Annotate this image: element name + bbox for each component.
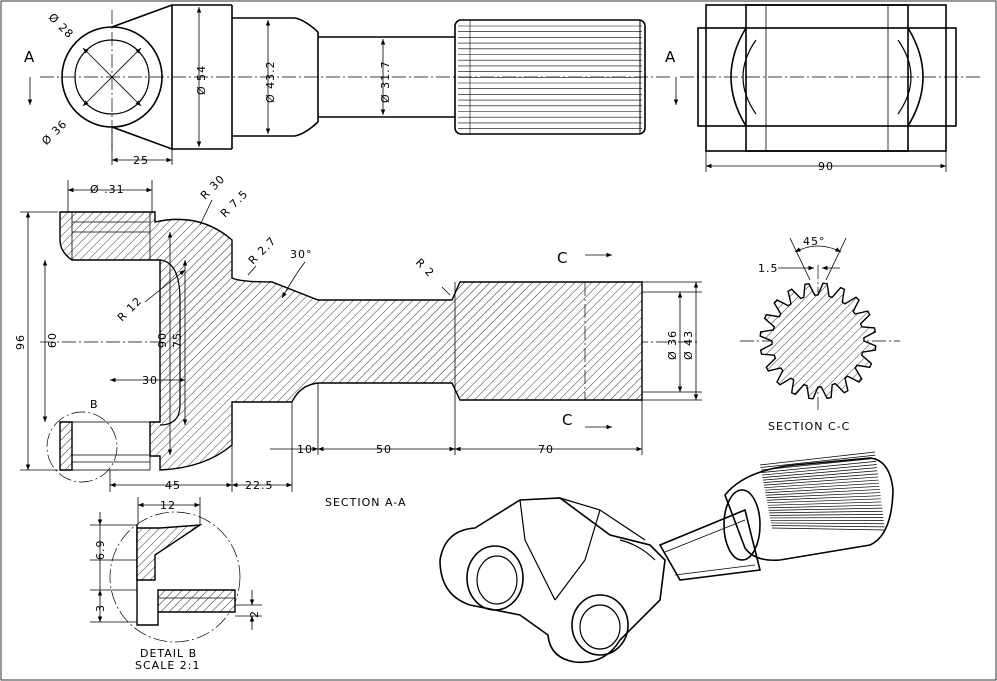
dim-a30: 30° — [290, 248, 313, 261]
dim-w90: 90 — [818, 160, 834, 173]
dim-r7-5: R 7.5 — [218, 187, 251, 220]
dim-l10: 10 — [297, 443, 313, 456]
dim-d31: Ø .31 — [90, 183, 125, 196]
spline-shaft-outline — [454, 19, 646, 135]
dim-h90: 90 — [156, 332, 169, 348]
dim-h6-9: 6.9 — [94, 540, 107, 561]
dim-l12: 12 — [160, 499, 176, 512]
dim-r2-7: R 2.7 — [246, 234, 279, 267]
section-cc: 45° 1.5 SECTION C-C — [740, 235, 900, 433]
dim-l30: 30 — [142, 374, 158, 387]
top-view: A A Ø 28 Ø 36 Ø 54 Ø 43.2 Ø 31.7 25 — [24, 3, 679, 167]
dim-l25: 25 — [133, 154, 149, 167]
dim-l22-5: 22.5 — [245, 479, 274, 492]
detail-b-enlarged-circle — [109, 511, 241, 643]
dim-h3: 3 — [94, 604, 107, 612]
caption-section-aa: SECTION A-A — [325, 496, 407, 509]
dim-h75: 75 — [171, 332, 184, 348]
end-view: 90 — [680, 4, 980, 173]
dim-d43-2: Ø 43.2 — [264, 60, 277, 103]
spline-gear-section — [759, 282, 877, 400]
dim-r12: R 12 — [115, 294, 145, 324]
section-aa-body — [59, 211, 643, 471]
dim-l45: 45 — [165, 479, 181, 492]
dim-l70: 70 — [538, 443, 554, 456]
section-mark-a-left: A — [24, 48, 35, 66]
dim-d54: Ø 54 — [195, 65, 208, 95]
dim-h60: 60 — [46, 332, 59, 348]
dim-r30: R 30 — [198, 172, 228, 202]
detail-b: 12 6.9 3 2 DETAIL B SCALE 2:1 — [90, 497, 262, 672]
dim-d31-7: Ø 31.7 — [379, 60, 392, 103]
dim-d36: Ø 36 — [666, 330, 679, 360]
dim-d28: Ø 28 — [46, 11, 77, 42]
section-mark-c-top: C — [557, 249, 567, 267]
caption-section-cc: SECTION C-C — [768, 420, 850, 433]
isometric-view — [439, 451, 894, 664]
dim-h96: 96 — [14, 334, 27, 350]
section-aa: C C B 96 60 90 75 Ø .31 R 30 R 7.5 R 2.7… — [14, 172, 702, 509]
dim-r2: R 2 — [413, 256, 437, 280]
caption-detail-b: DETAIL B — [140, 647, 197, 660]
dim-h2: 2 — [248, 610, 261, 618]
dim-d36: Ø 36 — [39, 117, 70, 148]
dim-w1-5: 1.5 — [758, 262, 779, 275]
caption-scale: SCALE 2:1 — [135, 659, 200, 672]
iso-spline-teeth — [759, 451, 886, 531]
dim-d43: Ø 43 — [682, 330, 695, 360]
dim-l50: 50 — [376, 443, 392, 456]
dim-a45: 45° — [803, 235, 826, 248]
section-mark-a-right: A — [665, 48, 676, 66]
spline-teeth — [458, 20, 642, 134]
end-view-frame — [705, 4, 947, 152]
detail-b-circle — [46, 411, 118, 483]
eye-bore-circle — [74, 39, 150, 115]
detail-b-mark: B — [90, 398, 99, 411]
section-mark-c-bottom: C — [562, 411, 572, 429]
